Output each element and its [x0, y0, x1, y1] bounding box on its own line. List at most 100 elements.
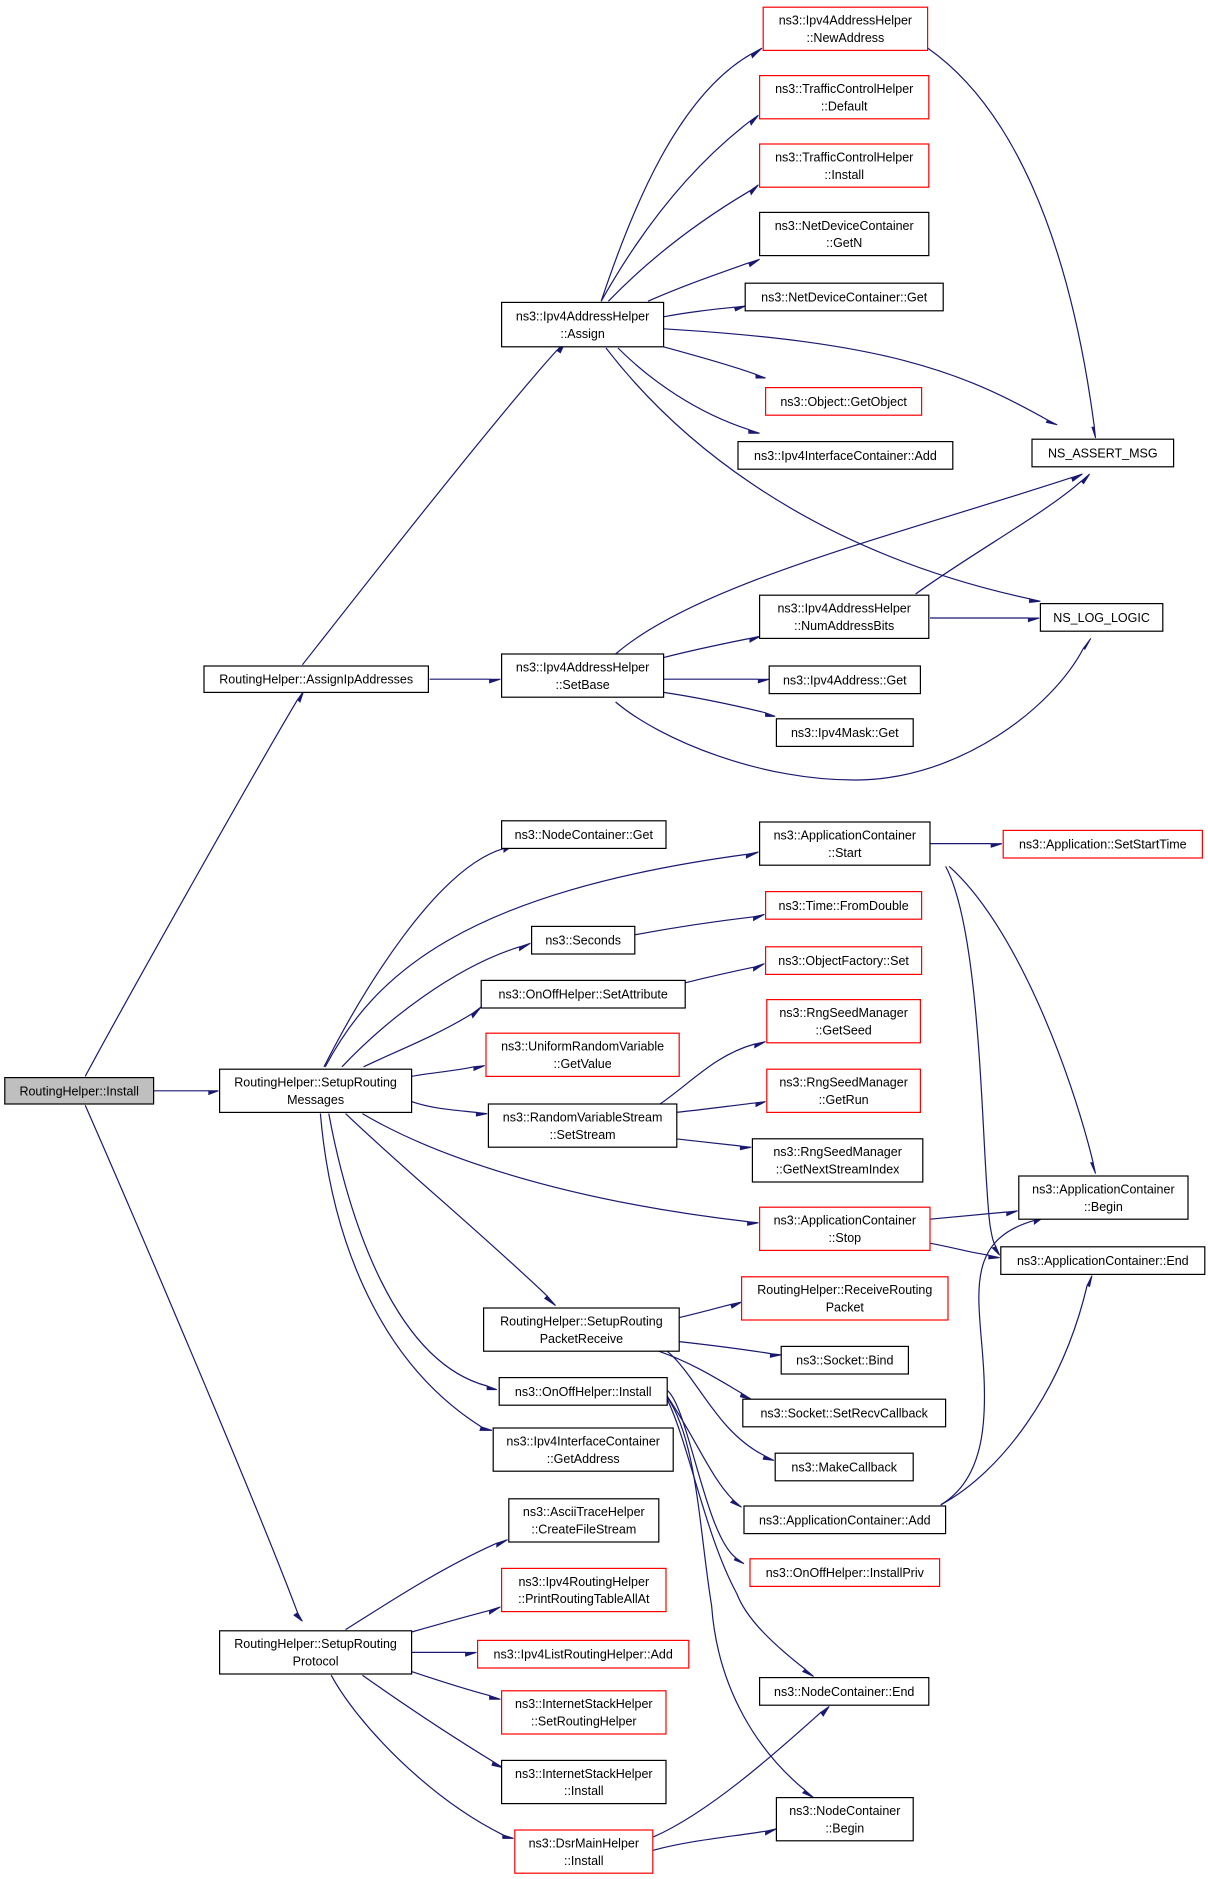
edge-line	[946, 866, 996, 1246]
node-rsm-get-run[interactable]: ns3::RngSeedManager::GetRun	[766, 1068, 921, 1113]
node-obj-get[interactable]: ns3::Object::GetObject	[764, 387, 923, 416]
node-app-add[interactable]: ns3::ApplicationContainer::Add	[743, 1505, 947, 1535]
node-label-line: ::Begin	[1084, 1200, 1123, 1214]
node-box	[764, 890, 923, 920]
node-sock-bind[interactable]: ns3::Socket::Bind	[780, 1345, 910, 1375]
node-label-line: ns3::ApplicationContainer	[1032, 1182, 1174, 1196]
node-seconds[interactable]: ns3::Seconds	[530, 925, 636, 955]
call-edge-onoffInstall-to-appAdd	[666, 1394, 742, 1507]
edge-line	[659, 1351, 742, 1393]
node-label-line: ::GetRun	[819, 1093, 869, 1107]
call-edge-v4SetBase-to-logLogic	[616, 638, 1091, 780]
node-label-line: ns3::Ipv4RoutingHelper	[518, 1575, 649, 1589]
node-label-line: ::Install	[564, 1854, 604, 1868]
node-tc-default[interactable]: ns3::TrafficControlHelper::Default	[758, 74, 930, 120]
node-ascii-create[interactable]: ns3::AsciiTraceHelper::CreateFileStream	[508, 1498, 660, 1543]
node-num-addr-bits[interactable]: ns3::Ipv4AddressHelper::NumAddressBits	[758, 594, 930, 640]
node-label-line: ns3::NodeContainer::End	[774, 1685, 914, 1699]
edge-arrowhead	[1030, 599, 1041, 603]
node-nc-begin[interactable]: ns3::NodeContainer::Begin	[775, 1796, 914, 1842]
node-onoff-install[interactable]: ns3::OnOffHelper::Install	[498, 1376, 668, 1406]
node-nc-get[interactable]: ns3::NodeContainer::Get	[501, 820, 667, 849]
edge-line	[618, 348, 749, 430]
node-v4-addr-get[interactable]: ns3::Ipv4Address::Get	[768, 665, 922, 695]
edge-line	[676, 1139, 741, 1146]
node-label-line: ::SetStream	[550, 1128, 616, 1142]
node-app-begin[interactable]: ns3::ApplicationContainer::Begin	[1018, 1175, 1189, 1220]
edge-line	[941, 1220, 1035, 1504]
node-v4-mask-get[interactable]: ns3::Ipv4Mask::Get	[775, 718, 914, 747]
node-v4rh-print[interactable]: ns3::Ipv4RoutingHelper::PrintRoutingTabl…	[501, 1567, 667, 1613]
edge-line	[342, 947, 520, 1067]
edge-arrowhead	[821, 1706, 829, 1716]
call-edge-v4SetBase-to-v4MaskGet	[664, 692, 776, 716]
call-edge-onoffInstall-to-ncBegin	[666, 1396, 814, 1798]
edge-arrowhead	[803, 1790, 814, 1797]
call-edge-setupMsg-to-appStart	[325, 852, 758, 1067]
call-edge-setupMsg-to-ncGet	[324, 846, 512, 1067]
node-rsm-get-seed[interactable]: ns3::RngSeedManager::GetSeed	[766, 998, 921, 1044]
node-box	[764, 387, 923, 416]
node-assign-ip[interactable]: RoutingHelper::AssignIpAddresses	[203, 665, 429, 693]
node-app-stop[interactable]: ns3::ApplicationContainer::Stop	[758, 1206, 931, 1251]
node-nc-end[interactable]: ns3::NodeContainer::End	[758, 1676, 930, 1706]
call-edge-v4Assign-to-v4NewAddr	[601, 48, 762, 301]
node-v4ic-get-addr[interactable]: ns3::Ipv4InterfaceContainer::GetAddress	[492, 1427, 674, 1472]
node-v4-assign[interactable]: ns3::Ipv4AddressHelper::Assign	[501, 301, 665, 348]
node-log-logic[interactable]: NS_LOG_LOGIC	[1039, 602, 1164, 632]
node-app-end[interactable]: ns3::ApplicationContainer::End	[1000, 1246, 1206, 1276]
edge-arrowhead	[1072, 474, 1083, 481]
node-ndc-get-n[interactable]: ns3::NetDeviceContainer::GetN	[758, 211, 930, 257]
node-label-line: ns3::NetDeviceContainer::Get	[761, 291, 928, 305]
node-app-start[interactable]: ns3::ApplicationContainer::Start	[758, 821, 931, 866]
node-label-line: ns3::Application::SetStartTime	[1019, 838, 1187, 852]
node-urv-get-value[interactable]: ns3::UniformRandomVariable::GetValue	[485, 1032, 680, 1077]
node-make-callback[interactable]: ns3::MakeCallback	[774, 1452, 914, 1482]
node-ish-set-routing[interactable]: ns3::InternetStackHelper::SetRoutingHelp…	[501, 1690, 667, 1735]
edge-arrowhead	[740, 1393, 751, 1399]
node-tc-install[interactable]: ns3::TrafficControlHelper::Install	[758, 143, 930, 188]
node-v4lrh-add[interactable]: ns3::Ipv4ListRoutingHelper::Add	[477, 1639, 690, 1669]
node-box	[508, 1498, 660, 1543]
node-label-line: ::GetN	[826, 236, 862, 250]
node-v4ic-add[interactable]: ns3::Ipv4InterfaceContainer::Add	[737, 441, 954, 470]
node-label-line: Messages	[287, 1093, 344, 1107]
node-assert-msg[interactable]: NS_ASSERT_MSG	[1031, 438, 1175, 468]
node-ndc-get[interactable]: ns3::NetDeviceContainer::Get	[744, 282, 944, 312]
edge-line	[648, 263, 749, 301]
node-box	[1039, 602, 1164, 632]
node-v4-set-base[interactable]: ns3::Ipv4AddressHelper::SetBase	[501, 653, 665, 698]
edge-line	[302, 350, 556, 664]
node-dsr-install[interactable]: ns3::DsrMainHelper::Install	[514, 1829, 654, 1874]
node-onoff-set-attr[interactable]: ns3::OnOffHelper::SetAttribute	[480, 979, 686, 1009]
call-edge-v4Assign-to-ndcGetN	[648, 259, 760, 301]
node-app-set-start[interactable]: ns3::Application::SetStartTime	[1002, 829, 1204, 859]
node-label-line: RoutingHelper::ReceiveRouting	[757, 1283, 932, 1297]
node-box	[492, 1427, 674, 1472]
edge-arrowhead	[751, 48, 762, 58]
call-edge-setupProto-to-dsrInstall	[331, 1675, 513, 1838]
node-v4-new-addr[interactable]: ns3::Ipv4AddressHelper::NewAddress	[762, 6, 929, 52]
call-edge-v4SetBase-to-numAddrBits	[664, 636, 761, 658]
node-rvs-set-stream[interactable]: ns3::RandomVariableStream::SetStream	[487, 1103, 678, 1148]
node-rsm-next-stream[interactable]: ns3::RngSeedManager::GetNextStreamIndex	[751, 1138, 924, 1183]
node-sock-set-recv[interactable]: ns3::Socket::SetRecvCallback	[742, 1398, 947, 1428]
node-obj-fact-set[interactable]: ns3::ObjectFactory::Set	[764, 946, 923, 975]
node-ish-install[interactable]: ns3::InternetStackHelper::Install	[501, 1759, 667, 1805]
node-time-from-double[interactable]: ns3::Time::FromDouble	[764, 890, 923, 920]
node-label-line: ::Begin	[825, 1821, 864, 1835]
node-onoff-install-priv[interactable]: ns3::OnOffHelper::InstallPriv	[749, 1558, 941, 1588]
call-edge-setupMsg-to-onoffInstall	[329, 1114, 497, 1390]
edge-arrowhead	[750, 185, 758, 195]
edge-arrowhead	[756, 1102, 766, 1107]
node-label-line: ::GetNextStreamIndex	[776, 1163, 900, 1177]
node-box	[749, 1558, 941, 1588]
node-box	[766, 1068, 921, 1113]
node-label-line: ns3::ObjectFactory::Set	[778, 954, 909, 968]
node-label-line: ns3::RngSeedManager	[779, 1006, 908, 1020]
call-edge-v4Assign-to-tcInstall	[608, 185, 758, 301]
